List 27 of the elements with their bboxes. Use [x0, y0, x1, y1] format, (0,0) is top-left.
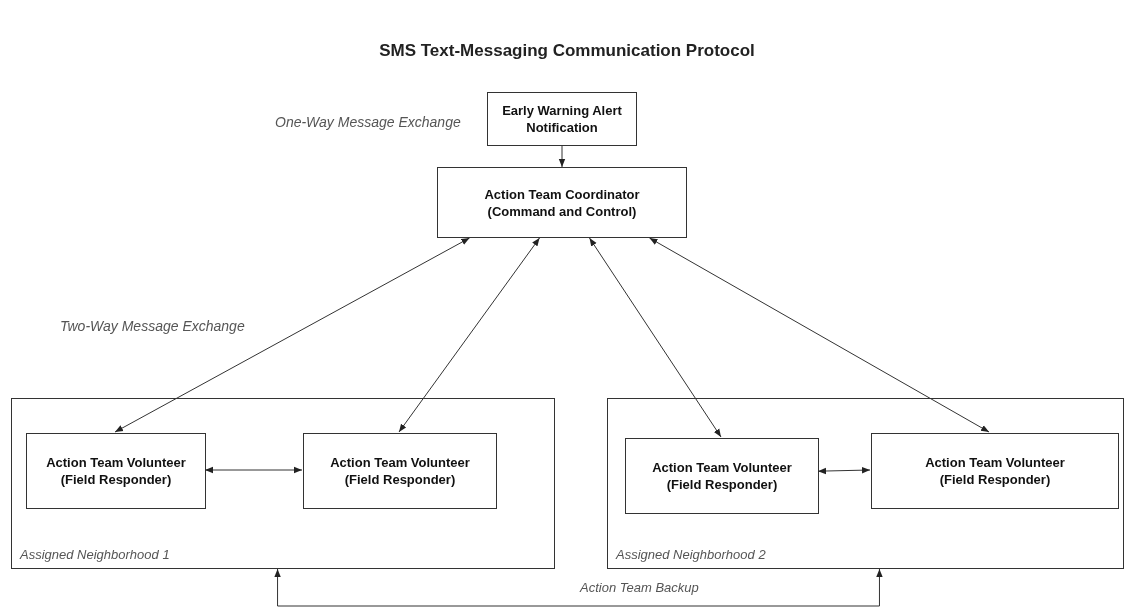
- group-box: [11, 398, 555, 569]
- box-label: Action Team Volunteer (Field Responder): [329, 454, 471, 488]
- arrow: [204, 466, 303, 474]
- box-label: Action Team Volunteer (Field Responder): [924, 454, 1066, 488]
- arrow: [114, 237, 470, 433]
- group-label: Assigned Neighborhood 1: [20, 545, 170, 564]
- arrow: [558, 145, 566, 168]
- process-box: [487, 92, 637, 146]
- annotation-text: Two-Way Message Exchange: [60, 317, 245, 336]
- arrow: [589, 237, 722, 438]
- arrow: [274, 568, 883, 607]
- box-label: Action Team Volunteer (Field Responder): [651, 459, 793, 493]
- box-label: Early Warning Alert Notification: [501, 102, 623, 136]
- process-box: [871, 433, 1119, 509]
- box-label: Action Team Coordinator (Command and Control): [483, 185, 641, 220]
- process-box: [437, 167, 687, 238]
- arrow: [398, 237, 540, 433]
- process-box: [26, 433, 206, 509]
- process-box: [303, 433, 497, 509]
- box-label: Action Team Volunteer (Field Responder): [45, 454, 187, 488]
- arrow: [649, 237, 990, 433]
- process-box: [625, 438, 819, 514]
- arrow: [817, 467, 871, 475]
- group-label: Assigned Neighborhood 2: [616, 545, 766, 564]
- group-box: [607, 398, 1124, 569]
- diagram-title: SMS Text-Messaging Communication Protocol: [378, 40, 756, 62]
- annotation-text: One-Way Message Exchange: [275, 113, 461, 132]
